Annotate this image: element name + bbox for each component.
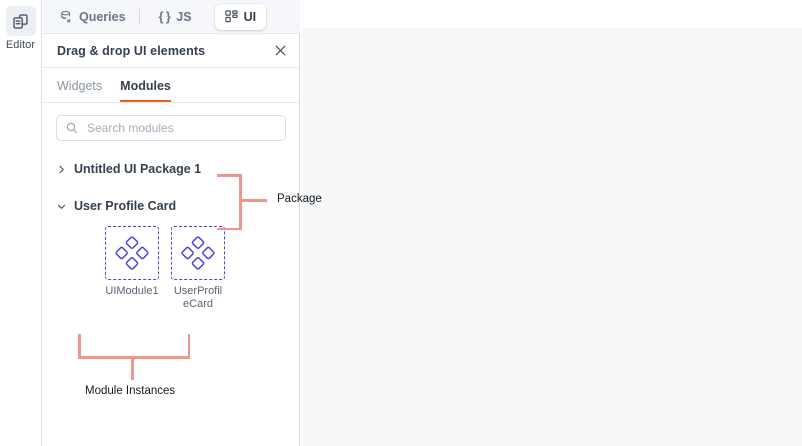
package-bracket-top-arm [217, 174, 241, 177]
editor-tab-bar: Queries { } JS UI [43, 0, 300, 34]
canvas-top-strip [302, 0, 802, 28]
close-icon[interactable] [274, 44, 287, 57]
module-instances-bracket-right-arm [187, 334, 190, 358]
package-bracket-spine [239, 174, 242, 230]
module-item-userprofilecard[interactable]: UserProfileCard [171, 226, 225, 311]
module-diamonds-icon [180, 235, 216, 271]
panel-header: Drag & drop UI elements [43, 34, 299, 68]
module-grid: UIModule1 UserProfileCard [43, 216, 299, 311]
pages-stack-icon [5, 6, 36, 36]
module-item-label: UIModule1 [105, 285, 159, 297]
module-diamonds-icon [114, 235, 150, 271]
package-bracket-bottom-arm [217, 227, 241, 230]
tab-queries[interactable]: Queries [49, 4, 136, 30]
tab-js[interactable]: { } JS [149, 4, 202, 30]
ui-grid-icon [224, 10, 238, 23]
database-query-icon [59, 10, 73, 24]
curly-braces-icon: { } [158, 9, 171, 24]
chevron-down-icon [57, 202, 66, 211]
module-instances-bracket-left-arm [78, 334, 81, 358]
module-item-label: UserProfileCard [173, 285, 223, 310]
tab-modules[interactable]: Modules [120, 79, 171, 102]
search-wrap [43, 103, 299, 141]
search-input[interactable] [85, 120, 276, 136]
module-instances-bracket-spine [78, 356, 190, 359]
search-box[interactable] [56, 115, 286, 141]
module-instances-bracket-stem [131, 358, 134, 380]
module-instances-annotation-label: Module Instances [85, 385, 176, 397]
ui-elements-panel: Drag & drop UI elements Widgets Modules [43, 34, 300, 446]
chevron-right-icon [57, 165, 66, 174]
app-canvas[interactable] [302, 28, 802, 446]
tab-js-label: JS [176, 9, 192, 24]
tab-ui-label: UI [243, 9, 257, 24]
tab-widgets[interactable]: Widgets [57, 79, 103, 93]
tab-queries-label: Queries [79, 9, 126, 24]
module-drag-tile[interactable] [105, 226, 159, 280]
sidebar-item-editor[interactable]: Editor [0, 6, 42, 51]
module-drag-tile[interactable] [171, 226, 225, 280]
package-bracket-stem [241, 199, 267, 202]
tree-item-label: Untitled UI Package 1 [74, 162, 202, 176]
sidebar-item-editor-label: Editor [5, 39, 36, 51]
left-rail: Editor [0, 0, 42, 446]
page-title: Drag & drop UI elements [57, 43, 206, 58]
package-annotation-label: Package [277, 193, 322, 205]
tab-ui[interactable]: UI [214, 3, 267, 30]
tab-divider [138, 9, 140, 24]
panel-tabs: Widgets Modules [43, 68, 299, 103]
tree-item-label: User Profile Card [74, 199, 177, 213]
tree-item-untitled-ui-package-1[interactable]: Untitled UI Package 1 [43, 159, 299, 179]
search-icon [66, 122, 78, 134]
module-item-uimodule1[interactable]: UIModule1 [105, 226, 159, 311]
tree-item-user-profile-card[interactable]: User Profile Card [43, 196, 299, 216]
